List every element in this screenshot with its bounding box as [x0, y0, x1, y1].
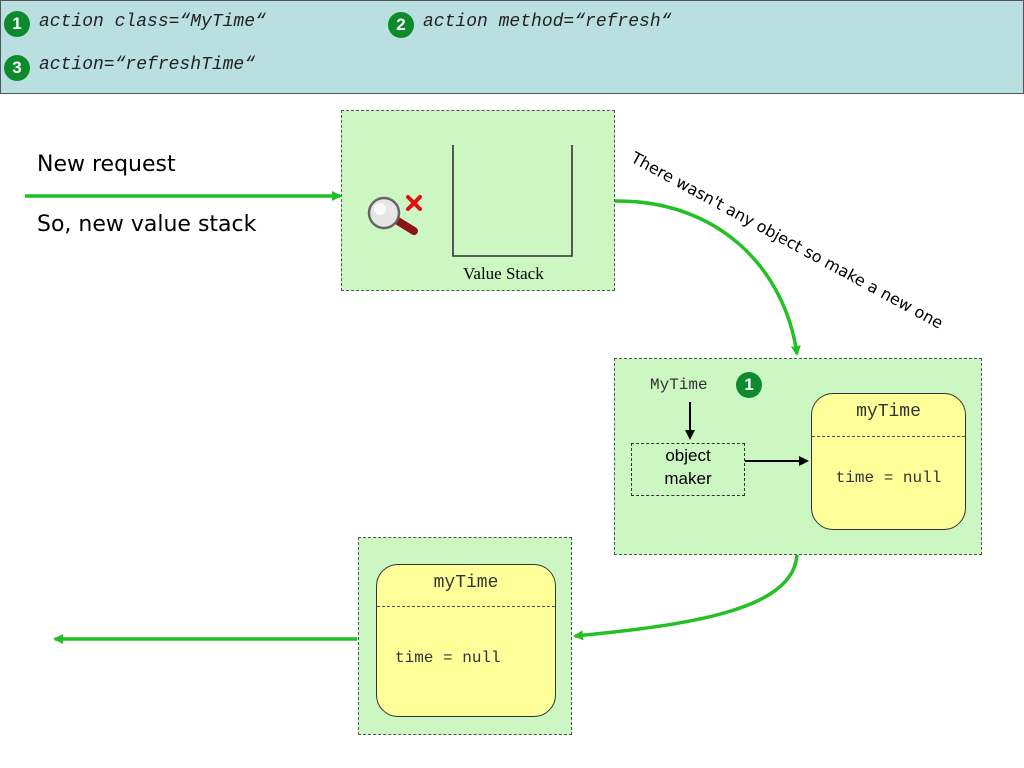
class-name-label: MyTime: [650, 376, 708, 394]
result-object-field: time = null: [395, 649, 501, 667]
step-badge-2: 2: [388, 12, 414, 38]
value-stack-container: [452, 145, 573, 257]
object-factory-panel: MyTime 1 object maker myTime time = null: [614, 358, 982, 555]
step-text-3: action=“refreshTime“: [39, 55, 256, 75]
new-value-stack-label: So, new value stack: [37, 212, 257, 237]
step-badge-1: 1: [4, 11, 30, 37]
step-text-2: action method=“refresh“: [423, 12, 672, 32]
object-maker-line1: object: [665, 446, 711, 465]
magnifier-search-failed-icon: [367, 195, 422, 235]
result-object-title: myTime: [433, 573, 499, 593]
new-object-card: myTime time = null: [811, 393, 966, 530]
object-field: time = null: [835, 469, 942, 487]
result-object-card: myTime time = null: [376, 564, 556, 717]
object-divider: [812, 436, 965, 437]
object-maker-box: object maker: [631, 443, 745, 496]
header-bar: 1 action class=“MyTime“ 2 action method=…: [0, 0, 1024, 94]
result-panel: myTime time = null: [358, 537, 572, 735]
value-stack-panel: Value Stack: [341, 110, 615, 291]
step-badge-3: 3: [4, 55, 30, 81]
object-maker-line2: maker: [664, 469, 712, 488]
new-request-label: New request: [37, 152, 176, 177]
stack-to-factory-arrow: [614, 199, 801, 356]
step-badge-1-factory: 1: [736, 372, 762, 398]
result-object-divider: [377, 606, 555, 607]
factory-to-result-arrow: [573, 554, 799, 641]
step-text-1: action class=“MyTime“: [39, 12, 266, 32]
object-title: myTime: [856, 402, 921, 422]
value-stack-label: Value Stack: [463, 264, 544, 283]
